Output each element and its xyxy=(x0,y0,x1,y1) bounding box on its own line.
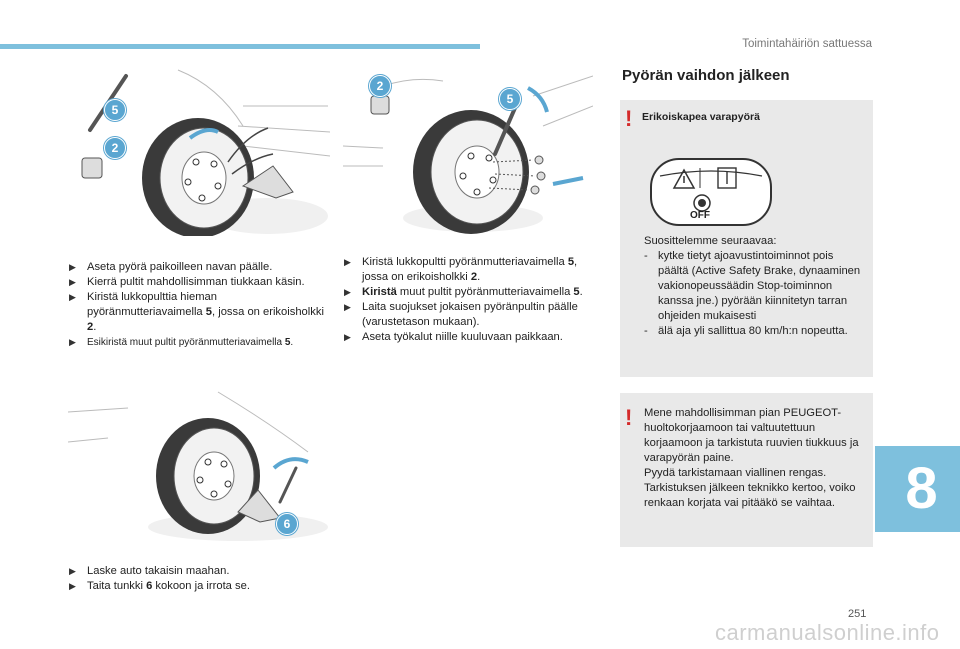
step-arrow-icon: ▶ xyxy=(69,581,76,591)
safety-sticker-icon xyxy=(650,158,772,226)
step-item: ▶Aseta pyörä paikoilleen navan päälle. xyxy=(69,261,273,273)
badge-5: 5 xyxy=(104,99,126,121)
figure-tightening-bolts: 2 5 xyxy=(343,66,593,236)
tightening-bolts-illustration xyxy=(343,75,593,234)
step-arrow-icon: ▶ xyxy=(69,566,76,576)
step-item: ▶Kiristä muut pultit pyöränmutteriavaime… xyxy=(344,286,583,298)
badge-5: 5 xyxy=(499,88,521,110)
box-list-item: -kytke tietyt ajoavustintoiminnot pois p… xyxy=(644,250,861,322)
step-item: ▶Kiristä lukkopultti pyöränmutteriavaime… xyxy=(344,256,578,283)
step-arrow-icon: ▶ xyxy=(69,337,76,347)
figure-wheel-mounting: 5 2 xyxy=(68,66,330,236)
wheel-mounting-illustration xyxy=(81,69,330,236)
warning-icon: ! xyxy=(625,106,633,131)
steps-mount-wheel: ▶Aseta pyörä paikoilleen navan päälle. ▶… xyxy=(69,260,331,350)
box-paragraph: Mene mahdollisimman pian PEUGEOT-huoltok… xyxy=(644,407,859,464)
workshop-warning-box: ! Mene mahdollisimman pian PEUGEOT-huolt… xyxy=(620,393,873,547)
step-arrow-icon: ▶ xyxy=(344,332,351,342)
chapter-title: Toimintahäiriön sattuessa xyxy=(742,38,872,50)
step-arrow-icon: ▶ xyxy=(344,287,351,297)
sticker-image: OFF xyxy=(650,158,772,226)
warning-icon: ! xyxy=(625,405,633,430)
step-arrow-icon: ▶ xyxy=(69,292,76,302)
spare-wheel-warning-box: ! Erikoiskapea varapyörä OFF Suosittelem… xyxy=(620,100,873,377)
box-paragraph: Pyydä tarkistamaan viallinen rengas. xyxy=(644,467,827,479)
box-heading: Erikoiskapea varapyörä xyxy=(642,111,760,123)
section-title: Pyörän vaihdon jälkeen xyxy=(622,67,790,84)
figure-lowering-car: 6 xyxy=(68,382,330,542)
badge-2: 2 xyxy=(104,137,126,159)
box-body: Suosittelemme seuraavaa: -kytke tietyt a… xyxy=(644,234,866,339)
step-item: ▶Esikiristä muut pultit pyöränmutteriava… xyxy=(69,337,294,348)
step-arrow-icon: ▶ xyxy=(69,277,76,287)
step-item: ▶Kiristä lukkopulttia hieman pyöränmutte… xyxy=(69,291,324,333)
steps-tighten-bolts: ▶Kiristä lukkopultti pyöränmutteriavaime… xyxy=(344,255,596,345)
header-accent-bar xyxy=(0,44,480,49)
step-item: ▶Aseta työkalut niille kuuluvaan paikkaa… xyxy=(344,331,563,343)
badge-6: 6 xyxy=(276,513,298,535)
sticker-off-label: OFF xyxy=(690,210,710,221)
step-arrow-icon: ▶ xyxy=(344,302,351,312)
step-arrow-icon: ▶ xyxy=(344,257,351,267)
step-arrow-icon: ▶ xyxy=(69,262,76,272)
page-number: 251 xyxy=(848,608,867,620)
box-intro: Suosittelemme seuraavaa: xyxy=(644,235,777,247)
box-list-item: -älä aja yli sallittua 80 km/h:n nopeutt… xyxy=(644,325,848,337)
badge-2: 2 xyxy=(369,75,391,97)
step-item: ▶Kierrä pultit mahdollisimman tiukkaan k… xyxy=(69,276,305,288)
step-item: ▶Laita suojukset jokaisen pyöränpultin p… xyxy=(344,301,578,328)
step-item: ▶Taita tunkki 6 kokoon ja irrota se. xyxy=(69,580,250,592)
watermark: carmanualsonline.info xyxy=(715,620,940,645)
chapter-tab: 8 xyxy=(875,446,960,532)
steps-lower-car: ▶Laske auto takaisin maahan. ▶Taita tunk… xyxy=(69,564,331,594)
step-item: ▶Laske auto takaisin maahan. xyxy=(69,565,230,577)
box-paragraph: Tarkistuksen jälkeen teknikko kertoo, vo… xyxy=(644,482,856,509)
box-body: Mene mahdollisimman pian PEUGEOT-huoltok… xyxy=(644,406,870,511)
